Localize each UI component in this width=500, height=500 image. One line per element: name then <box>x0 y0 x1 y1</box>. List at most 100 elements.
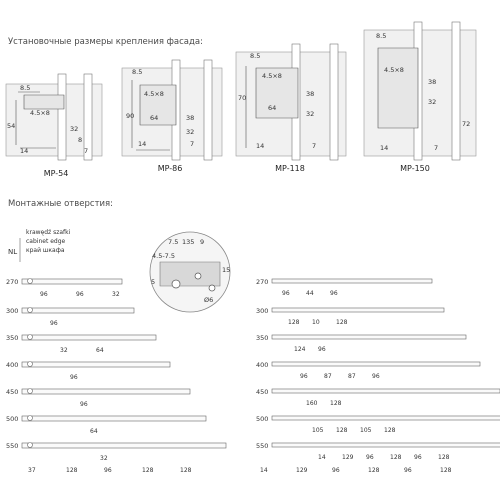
right-dim-label: 96 <box>366 454 374 461</box>
svg-text:64: 64 <box>268 104 276 112</box>
svg-text:8.5: 8.5 <box>250 52 260 60</box>
svg-text:krawędź szafki: krawędź szafki <box>26 229 71 236</box>
diagram-mp86-text: 8.5 4.5×8 90 64 38 32 14 7 <box>126 68 194 148</box>
svg-text:38: 38 <box>306 90 314 98</box>
left-nl-label: 450 <box>6 388 18 396</box>
right-nl-label: 400 <box>256 361 268 369</box>
svg-text:14: 14 <box>138 140 146 148</box>
right-nl-label: 300 <box>256 307 268 315</box>
edge-labels: krawędź szafki cabinet edge край шкафа N… <box>8 229 71 256</box>
svg-text:NL: NL <box>8 248 17 256</box>
right-bottom-dim: 14 <box>260 467 268 474</box>
svg-text:9: 9 <box>200 238 204 246</box>
right-dim-label: 44 <box>306 290 314 297</box>
right-dim-label: 124 <box>294 346 306 353</box>
left-runner-hole <box>27 307 33 313</box>
left-runner-bar <box>21 442 227 449</box>
left-runner-bar <box>21 307 135 314</box>
svg-text:32: 32 <box>428 98 436 106</box>
right-runner-bar <box>271 388 500 394</box>
right-dim-label: 105 <box>312 427 324 434</box>
svg-text:4.5×8: 4.5×8 <box>262 72 282 80</box>
right-dim-label: 105 <box>360 427 372 434</box>
right-nl-label: 450 <box>256 388 268 396</box>
right-nl-label: 270 <box>256 278 268 286</box>
left-dim-label: 32 <box>60 347 68 354</box>
svg-text:70: 70 <box>238 94 246 102</box>
left-bottom-dim: 128 <box>180 467 192 474</box>
left-nl-label: 350 <box>6 334 18 342</box>
model-label-mp118: MP-118 <box>275 164 305 173</box>
right-dim-label: 87 <box>348 373 356 380</box>
right-runner-bar <box>271 334 467 340</box>
svg-text:4.5×8: 4.5×8 <box>144 90 164 98</box>
diagram-mp54-text: 8.5 4.5×8 54 32 8 14 7 <box>7 84 88 155</box>
svg-text:5: 5 <box>151 278 155 286</box>
right-dim-label: 128 <box>330 400 342 407</box>
left-runner-hole <box>27 278 33 284</box>
svg-text:8.5: 8.5 <box>20 84 30 92</box>
svg-text:135: 135 <box>182 238 194 246</box>
left-runner-bar <box>21 388 191 395</box>
svg-text:15: 15 <box>222 266 230 274</box>
right-dim-label: 96 <box>318 346 326 353</box>
svg-text:32: 32 <box>186 128 194 136</box>
left-runner-bar <box>21 361 171 368</box>
left-dim-label: 96 <box>70 374 78 381</box>
left-bottom-dim: 128 <box>66 467 78 474</box>
diagram-mp118-text: 8.5 4.5×8 70 64 38 32 14 7 <box>238 52 316 150</box>
svg-text:14: 14 <box>20 147 28 155</box>
svg-text:4.5-7.5: 4.5-7.5 <box>152 252 175 260</box>
left-dim-label: 32 <box>112 291 120 298</box>
left-runner-bar <box>21 415 207 422</box>
right-bottom-dim: 96 <box>404 467 412 474</box>
svg-text:54: 54 <box>7 122 15 130</box>
model-label-mp54: MP-54 <box>43 169 69 178</box>
diagram-mp54 <box>5 73 103 161</box>
diagram-mp150 <box>363 21 477 161</box>
svg-text:край шкафа: край шкафа <box>26 247 65 254</box>
right-dim-label: 128 <box>336 319 348 326</box>
svg-text:90: 90 <box>126 112 134 120</box>
svg-text:14: 14 <box>256 142 264 150</box>
left-dim-label: 96 <box>50 320 58 327</box>
right-dim-label: 96 <box>282 290 290 297</box>
right-dim-label: 128 <box>288 319 300 326</box>
left-nl-label: 300 <box>6 307 18 315</box>
diagram-mp118 <box>235 43 347 161</box>
svg-text:cabinet edge: cabinet edge <box>26 238 66 245</box>
right-runner-bar <box>271 442 500 448</box>
left-runner-bar <box>21 278 123 285</box>
svg-text:8: 8 <box>78 136 82 144</box>
right-dim-label: 96 <box>300 373 308 380</box>
right-dim-label: 96 <box>414 454 422 461</box>
left-nl-label: 500 <box>6 415 18 423</box>
left-nl-label: 400 <box>6 361 18 369</box>
right-nl-label: 550 <box>256 442 268 450</box>
right-dim-label: 128 <box>438 454 450 461</box>
svg-text:7: 7 <box>312 142 316 150</box>
right-dim-label: 128 <box>390 454 402 461</box>
right-runner-bar <box>271 415 500 421</box>
left-dim-label: 96 <box>76 291 84 298</box>
right-nl-label: 350 <box>256 334 268 342</box>
left-nl-label: 270 <box>6 278 18 286</box>
left-dim-label: 96 <box>80 401 88 408</box>
svg-text:7: 7 <box>434 144 438 152</box>
left-dim-label: 64 <box>90 428 98 435</box>
right-bottom-dim: 128 <box>440 467 452 474</box>
mount-holes-heading: Монтажные отверстия: <box>8 199 114 209</box>
right-dim-label: 87 <box>324 373 332 380</box>
model-label-mp86: MP-86 <box>157 164 183 173</box>
svg-text:8.5: 8.5 <box>132 68 142 76</box>
left-runner-hole <box>27 388 33 394</box>
diagram-mp86 <box>121 59 223 161</box>
left-dim-label: 64 <box>96 347 104 354</box>
left-nl-label: 550 <box>6 442 18 450</box>
left-dim-label: 32 <box>100 455 108 462</box>
svg-text:14: 14 <box>380 144 388 152</box>
right-dim-label: 14 <box>318 454 326 461</box>
